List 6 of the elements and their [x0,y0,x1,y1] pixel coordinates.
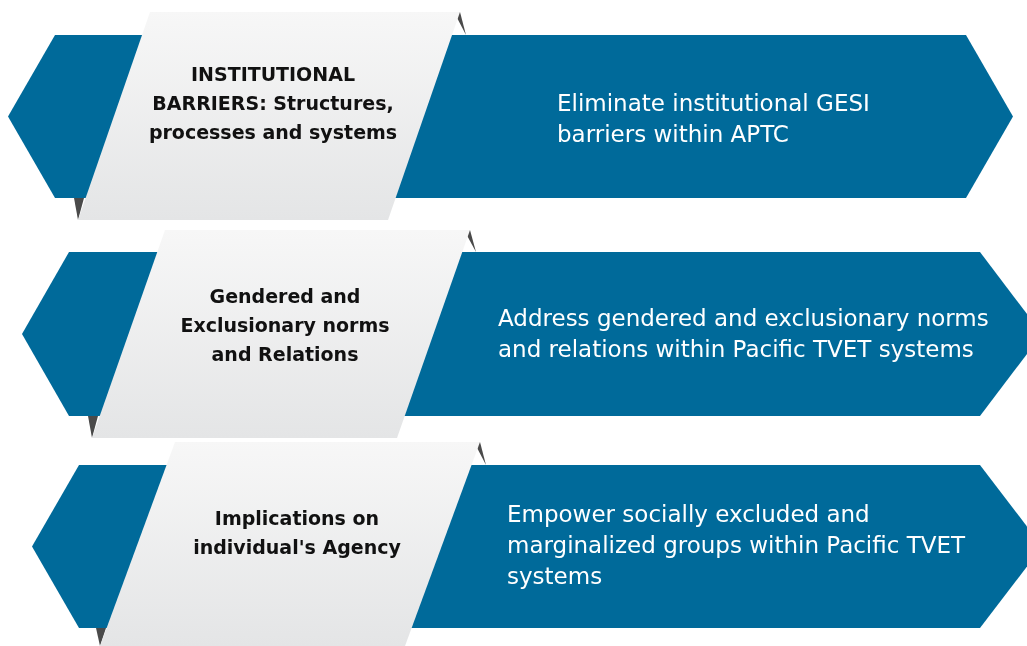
heading-text: Implications on individual's Agency [192,506,402,560]
goal-text: Eliminate institutional GESI barriers within APTC [557,89,871,149]
goal-text: Address gendered and exclusionary norms and relations within Pacific TVET systems [498,304,990,364]
heading-text: INSTITUTIONAL BARRIERS: Structures, processes and systems [148,62,398,145]
heading-text: Gendered and Exclusionary norms and Relations [179,284,391,367]
goal-text: Empower socially excluded and marginalized groups within Pacific TVET systems [507,500,967,591]
